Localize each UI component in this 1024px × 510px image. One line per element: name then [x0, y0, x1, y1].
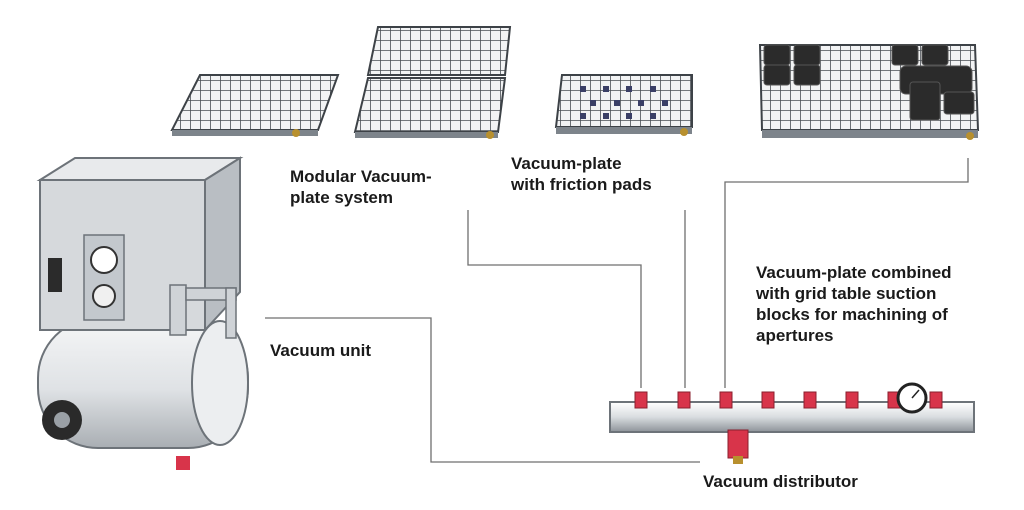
connector-combined — [724, 158, 969, 388]
connector-lines — [265, 158, 969, 463]
grid-plate-icon — [170, 74, 340, 137]
friction-pad-plate-icon — [554, 74, 693, 136]
friction-plate-label: Vacuum-plate with friction pads — [511, 154, 652, 194]
vacuum-unit-label: Vacuum unit — [270, 341, 372, 360]
modular-plate-icon — [353, 26, 512, 139]
vacuum-pump-icon — [36, 156, 249, 470]
connector-vacuum-unit — [265, 317, 700, 463]
combined-plate-icon — [758, 44, 980, 140]
combined-plate-label: Vacuum-plate combined with grid table su… — [756, 263, 952, 345]
pressure-gauge-icon — [896, 382, 928, 414]
modular-plate-label: Modular Vacuum- plate system — [290, 167, 432, 207]
vacuum-distributor-label: Vacuum distributor — [703, 472, 858, 491]
connector-modular — [467, 210, 642, 388]
distributor-manifold-icon — [609, 391, 975, 464]
